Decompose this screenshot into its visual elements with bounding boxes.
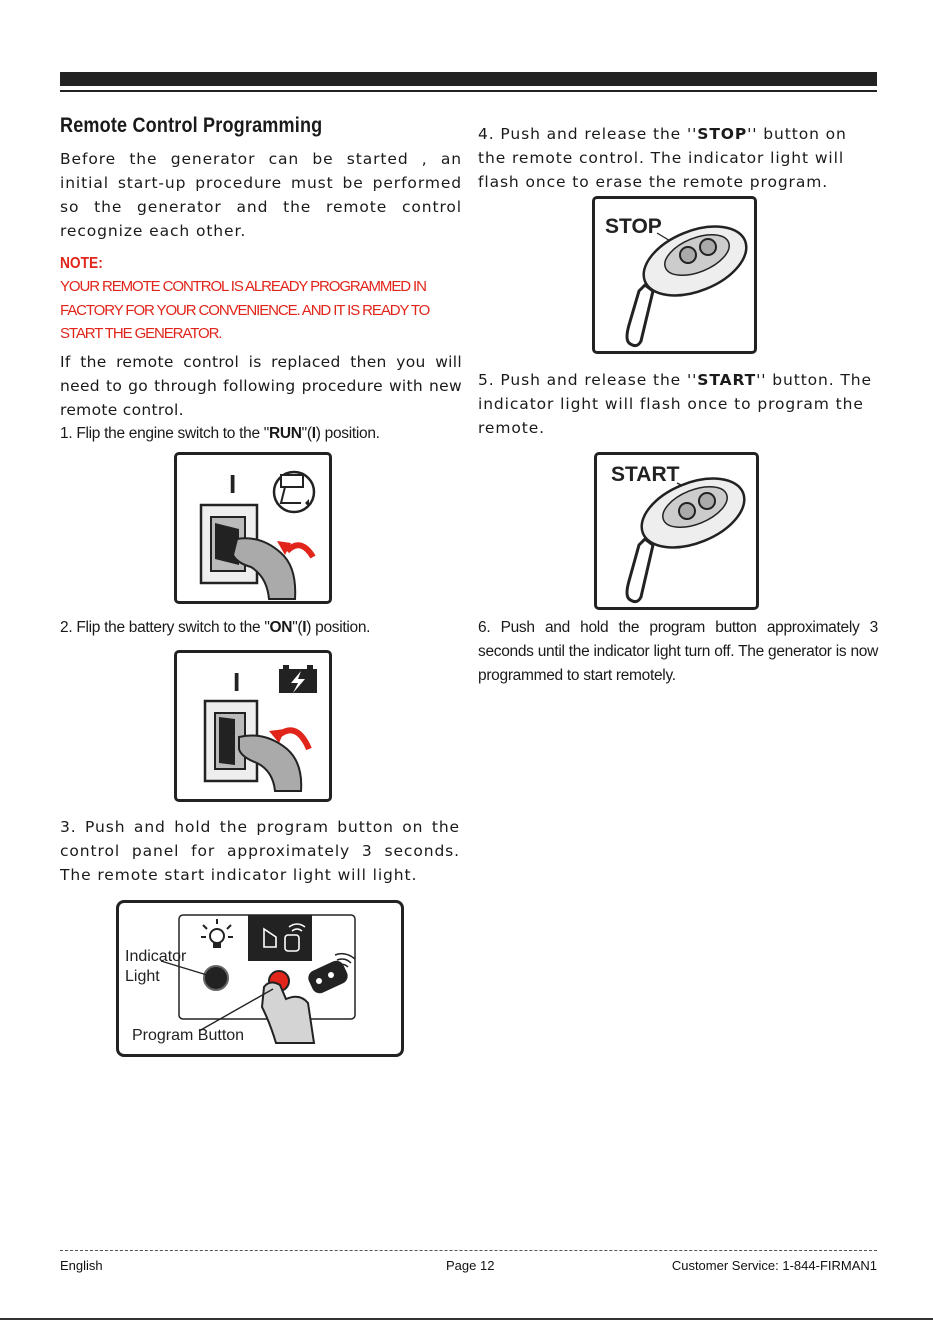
indicator-label-line1: Indicator xyxy=(125,948,187,965)
remote-stop-illustration: STOP xyxy=(605,215,748,348)
footer-customer-service: Customer Service: 1-844-FIRMAN1 xyxy=(671,1258,877,1273)
section-title: Remote Control Programming xyxy=(60,114,323,137)
step-5: 5. Push and release the ''START'' button… xyxy=(478,371,872,437)
switch-on-mark: I xyxy=(229,469,236,499)
program-button-label: Program Button xyxy=(132,1027,244,1044)
engine-switch-illustration: I xyxy=(199,469,316,600)
step-2: 2. Flip the battery switch to the "ON"(I… xyxy=(60,619,371,636)
battery-switch-illustration: I xyxy=(203,665,317,792)
indicator-bulb-icon xyxy=(201,919,233,948)
footer-divider xyxy=(60,1250,877,1251)
engine-icon xyxy=(272,470,316,514)
finger xyxy=(231,537,297,600)
start-button xyxy=(698,492,716,510)
step-6: 6. Push and hold the program button appr… xyxy=(478,619,878,684)
control-panel-figure: Indicator Light Program Button xyxy=(116,900,404,1057)
battery-icon xyxy=(279,665,317,693)
start-label: START xyxy=(611,463,680,486)
left-column: Remote Control Programming Before the ge… xyxy=(60,114,462,446)
start-button xyxy=(699,238,717,256)
switch-on-mark: I xyxy=(233,667,240,697)
battery-switch-figure: I xyxy=(174,650,332,802)
indicator-label-line2: Light xyxy=(125,968,160,985)
bottom-rule xyxy=(0,1318,933,1320)
control-panel-illustration: Indicator Light Program Button xyxy=(125,914,356,1044)
intro-paragraph: Before the generator can be started , an… xyxy=(60,150,462,240)
note-heading: NOTE: xyxy=(60,255,103,272)
keyring-clip xyxy=(625,283,655,348)
indicator-light xyxy=(203,965,229,991)
finger xyxy=(260,981,316,1044)
step-3: 3. Push and hold the program button on t… xyxy=(60,818,460,884)
remote-start-figure: START xyxy=(594,452,759,610)
program-label-box xyxy=(248,915,312,961)
engine-switch-figure: I xyxy=(174,452,332,604)
stop-label: STOP xyxy=(605,215,662,238)
stop-button xyxy=(678,502,696,520)
step-4: 4. Push and release the ''STOP'' button … xyxy=(478,125,847,191)
header-rule xyxy=(60,90,877,92)
remote-start-illustration: START xyxy=(611,463,746,604)
stop-button xyxy=(679,246,697,264)
flip-arrow xyxy=(284,542,316,559)
finger xyxy=(238,734,303,792)
header-bar xyxy=(60,72,877,86)
keyring-clip xyxy=(625,537,655,604)
footer-page-number: Page 12 xyxy=(446,1258,495,1273)
remote-stop-figure: STOP xyxy=(592,196,757,354)
remote-icon xyxy=(308,952,356,994)
replaced-paragraph: If the remote control is replaced then y… xyxy=(60,352,462,419)
footer-language: English xyxy=(60,1258,103,1273)
note-body: YOUR REMOTE CONTROL IS ALREADY PROGRAMME… xyxy=(60,278,430,342)
step-1: 1. Flip the engine switch to the "RUN"(I… xyxy=(60,424,380,442)
